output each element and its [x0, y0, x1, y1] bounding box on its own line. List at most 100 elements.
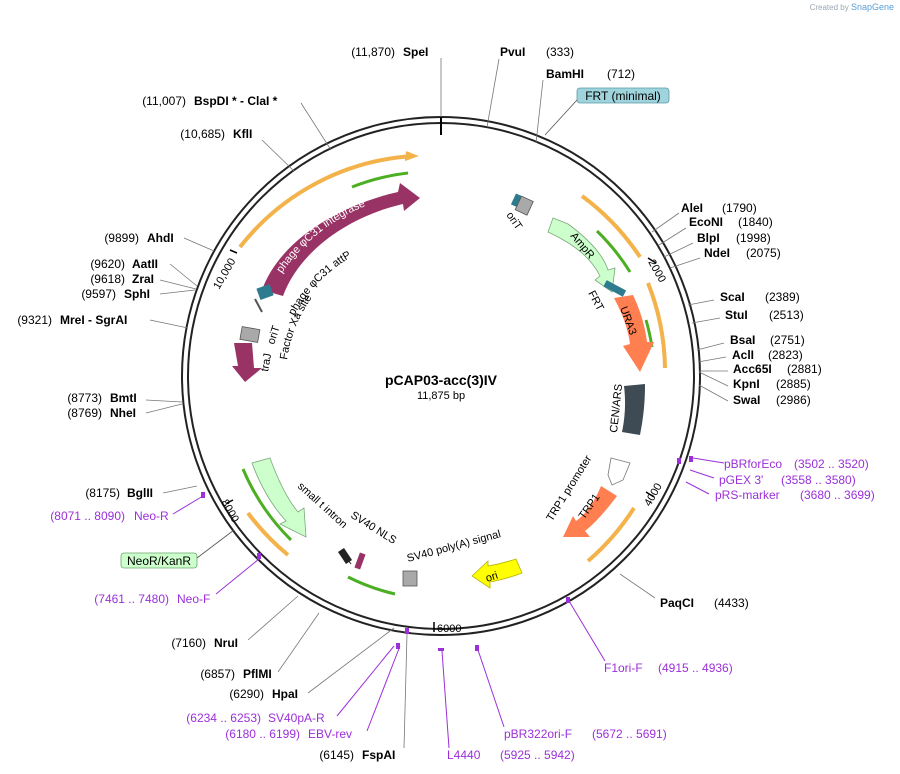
enzyme-acli-pos: (2823) [768, 348, 803, 362]
tick-label-6000: 6000 [437, 623, 461, 635]
orf-arc-sv40 [347, 575, 396, 596]
primer-ebv-rev-range: (6180 .. 6199) [225, 727, 300, 741]
enzyme-mrei-sgrai[interactable]: MreI - SgrAI [60, 313, 127, 327]
leader-swai [698, 384, 729, 402]
leader-acli [697, 356, 727, 363]
enzyme-pflmi-pos: (6857) [200, 667, 235, 681]
enzyme-sphi[interactable]: SphI [124, 287, 150, 301]
enzyme-hpai[interactable]: HpaI [272, 687, 298, 701]
enzyme-spei[interactable]: SpeI [403, 45, 428, 59]
feature-traj-arrow[interactable] [232, 343, 262, 382]
feature-ura3-arrow[interactable] [614, 295, 654, 372]
primer-neo-f-range: (7461 .. 7480) [94, 592, 169, 606]
feature-sv40-nls[interactable] [354, 552, 366, 570]
marker-neo-f [257, 553, 261, 559]
enzyme-acc65i[interactable]: Acc65I [733, 362, 772, 376]
leader-scai [687, 299, 715, 306]
enzyme-bmti[interactable]: BmtI [110, 391, 137, 405]
leader-bmti [145, 399, 183, 403]
label-sv40-polya: SV40 poly(A) signal [406, 528, 502, 565]
orf-arc-trp1 [586, 506, 636, 563]
primer-pbrforeco[interactable]: pBRforEco [724, 457, 782, 471]
enzyme-ndei[interactable]: NdeI [704, 246, 730, 260]
enzyme-nrui-pos: (7160) [171, 636, 206, 650]
feature-trp1-arrow[interactable] [563, 486, 617, 537]
enzyme-kfli[interactable]: KflI [233, 127, 252, 141]
feature-cen-ars[interactable] [622, 384, 645, 435]
enzyme-bamhi[interactable]: BamHI [546, 67, 584, 81]
marker-pbr322ori-f [475, 645, 479, 651]
feature-phage-integrase-arrow[interactable] [262, 183, 420, 296]
leader-paqci [619, 573, 656, 599]
feature-ampr-arrow[interactable] [547, 217, 616, 293]
enzyme-bglii[interactable]: BglII [127, 486, 153, 500]
enzyme-bsai[interactable]: BsaI [730, 333, 755, 347]
feature-attp-box[interactable] [256, 283, 274, 301]
enzyme-bspdi-clai[interactable]: BspDI * - ClaI * [194, 94, 278, 108]
tick-mark-10000 [229, 249, 238, 254]
enzyme-stui[interactable]: StuI [725, 308, 748, 322]
enzyme-aatii[interactable]: AatII [132, 257, 158, 271]
leader-ahdi [183, 237, 215, 252]
enzyme-mrei-sgrai-pos: (9321) [17, 313, 52, 327]
feature-small-t-arrow[interactable] [251, 457, 307, 538]
leader-mrei-sgrai [149, 319, 189, 329]
primer-prs-marker[interactable]: pRS-marker [715, 488, 780, 502]
enzyme-fspai[interactable]: FspAI [362, 748, 395, 762]
primer-f1ori-f[interactable]: F1ori-F [604, 661, 643, 675]
enzyme-nhei[interactable]: NheI [110, 406, 136, 420]
primer-ebv-rev[interactable]: EBV-rev [308, 727, 352, 741]
primer-pgex3-range: (3558 .. 3580) [781, 473, 856, 487]
primer-neo-f[interactable]: Neo-F [177, 592, 210, 606]
primer-neo-r[interactable]: Neo-R [134, 509, 169, 523]
orf-arc-integrase-inner [351, 171, 409, 189]
enzyme-swai[interactable]: SwaI [733, 393, 760, 407]
enzyme-bmti-pos: (8773) [67, 391, 102, 405]
enzyme-bamhi-pos: (712) [607, 67, 635, 81]
marker-f1ori-f [566, 597, 570, 603]
primer-sv40pa-r[interactable]: SV40pA-R [268, 711, 325, 725]
primer-l4440[interactable]: L4440 [447, 748, 481, 762]
enzyme-ahdi[interactable]: AhdI [147, 231, 174, 245]
feature-frt-box[interactable] [603, 280, 627, 297]
enzyme-alei[interactable]: AleI [681, 201, 703, 215]
leader-neo-f [215, 558, 260, 595]
enzyme-scai-pos: (2389) [765, 290, 800, 304]
enzyme-paqci[interactable]: PaqCI [660, 596, 694, 610]
enzyme-leaders [145, 58, 729, 749]
enzyme-sphi-pos: (9597) [81, 287, 116, 301]
enzyme-nrui[interactable]: NruI [214, 636, 238, 650]
frt-minimal-box[interactable] [576, 87, 670, 104]
marker-neo-r [201, 492, 205, 498]
enzyme-pflmi[interactable]: PflMI [243, 667, 272, 681]
orf-arc-ura3 [646, 282, 667, 369]
feature-sv40-polya-box[interactable] [402, 570, 418, 587]
primer-pbr322ori-f[interactable]: pBR322ori-F [504, 727, 572, 741]
feature-ori-arrow[interactable] [471, 558, 523, 589]
leader-alei [651, 212, 680, 233]
enzyme-paqci-pos: (4433) [714, 596, 749, 610]
feature-traj-box[interactable] [239, 326, 261, 343]
enzyme-kpni[interactable]: KpnI [733, 377, 760, 391]
leader-pvui [486, 58, 500, 128]
neo-kanr-box[interactable] [120, 552, 198, 569]
marker-sv40pa-r [396, 643, 400, 649]
enzyme-pvui-pos: (333) [546, 45, 574, 59]
feature-trp1-promoter[interactable] [607, 457, 631, 486]
enzyme-acli[interactable]: AclI [732, 348, 754, 362]
feature-orit-left-mark [254, 298, 263, 313]
primer-pgex3[interactable]: pGEX 3' [719, 473, 763, 487]
enzyme-bglii-pos: (8175) [85, 486, 120, 500]
enzyme-kpni-pos: (2885) [776, 377, 811, 391]
leader-bglii [162, 485, 198, 494]
enzyme-pvui[interactable]: PvuI [500, 45, 525, 59]
enzyme-zrai[interactable]: ZraI [132, 272, 154, 286]
leader-econi [658, 227, 687, 246]
feature-orit-right-box[interactable] [514, 195, 534, 216]
enzyme-econi[interactable]: EcoNI [689, 215, 723, 229]
enzyme-blpi[interactable]: BlpI [697, 231, 720, 245]
leader-pgex3 [689, 469, 715, 479]
enzyme-scai[interactable]: ScaI [720, 290, 745, 304]
marker-pbrforeco [689, 456, 693, 462]
